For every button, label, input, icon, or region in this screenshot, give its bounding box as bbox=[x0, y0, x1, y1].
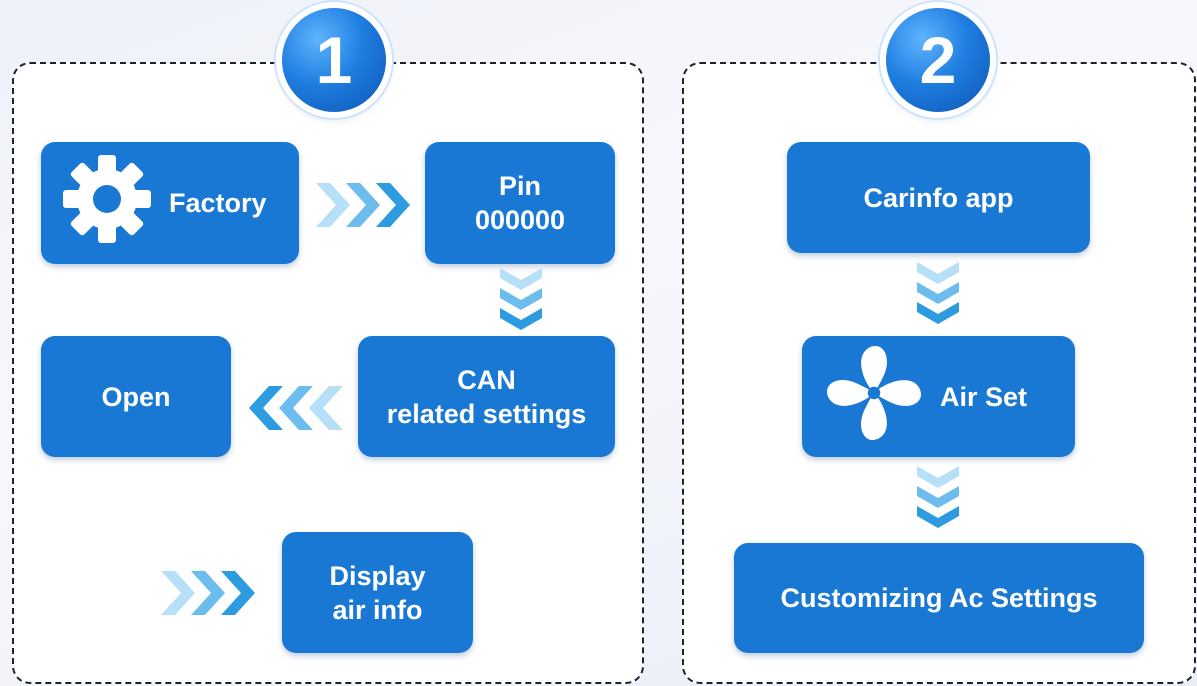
can-settings-box: CAN related settings bbox=[358, 336, 615, 457]
air-info-label: air info bbox=[332, 594, 423, 625]
factory-box: Factory bbox=[41, 142, 299, 264]
air-set-box: Air Set bbox=[802, 336, 1075, 457]
carinfo-app-label: Carinfo app bbox=[863, 182, 1014, 213]
chevrons-down-icon bbox=[498, 268, 544, 332]
customizing-ac-settings-box: Customizing Ac Settings bbox=[734, 543, 1144, 653]
open-label: Open bbox=[101, 381, 171, 412]
display-air-info-box: Display air info bbox=[282, 532, 473, 653]
gear-icon bbox=[57, 149, 157, 257]
can-label: CAN bbox=[457, 364, 516, 395]
open-box: Open bbox=[41, 336, 231, 457]
display-label: Display bbox=[329, 560, 426, 591]
pin-box: Pin 000000 bbox=[425, 142, 615, 264]
chevrons-down-icon bbox=[915, 262, 961, 326]
step-1-badge: 1 bbox=[282, 8, 386, 112]
step-2-badge: 2 bbox=[886, 8, 990, 112]
carinfo-app-box: Carinfo app bbox=[787, 142, 1090, 253]
chevrons-left-icon bbox=[249, 384, 345, 432]
pin-label: Pin bbox=[498, 171, 541, 201]
chevrons-right-icon bbox=[161, 569, 257, 617]
air-set-label: Air Set bbox=[940, 381, 1028, 412]
fan-icon bbox=[822, 341, 926, 453]
pin-code: 000000 bbox=[474, 205, 566, 235]
chevrons-down-icon bbox=[915, 466, 961, 530]
customizing-ac-settings-label: Customizing Ac Settings bbox=[780, 583, 1098, 613]
can-related-settings-label: related settings bbox=[386, 398, 587, 429]
chevrons-right-icon bbox=[316, 181, 412, 229]
factory-label: Factory bbox=[169, 188, 267, 218]
